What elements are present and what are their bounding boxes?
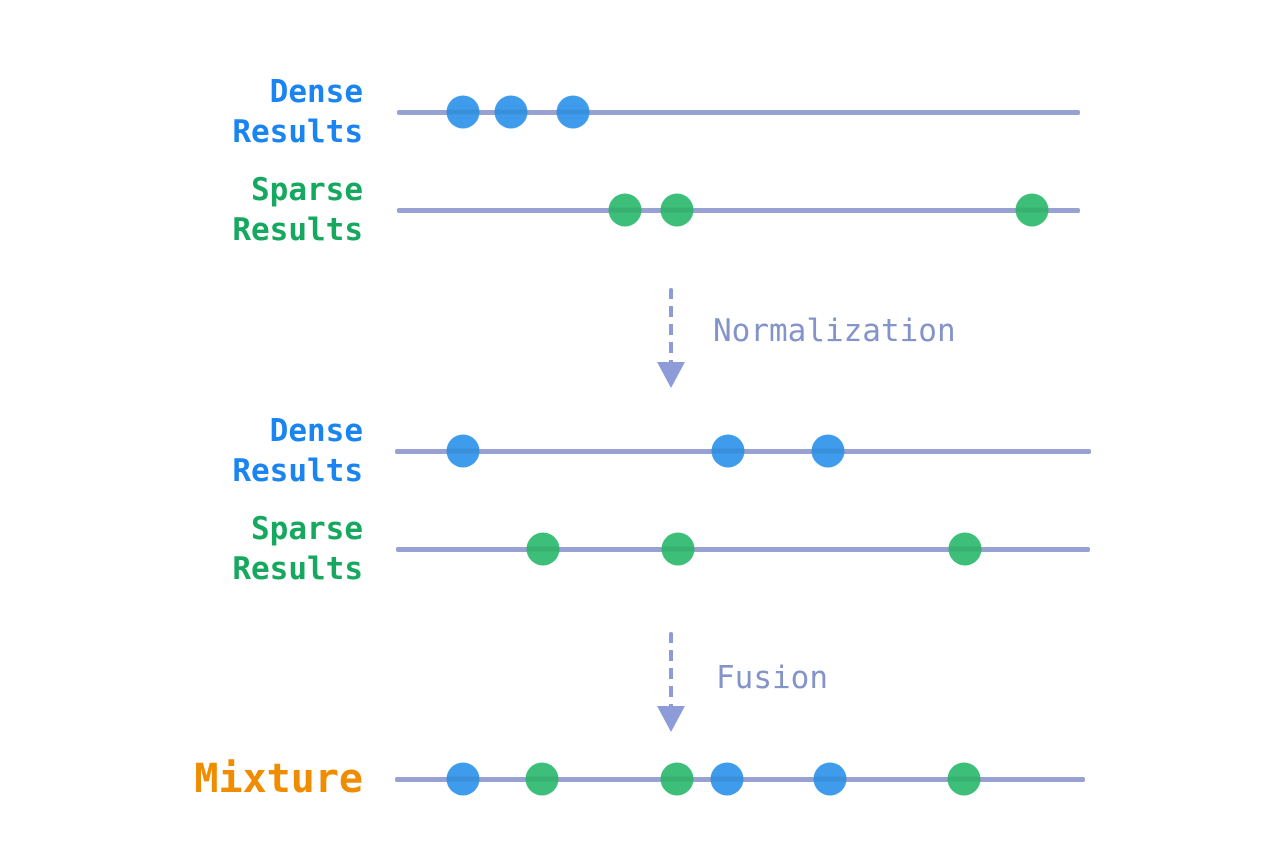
track-label-line: Dense bbox=[269, 74, 363, 110]
result-dot-sparse bbox=[661, 532, 695, 566]
track-label-line: Mixture bbox=[194, 756, 363, 802]
track-label-line: Results bbox=[232, 212, 363, 248]
result-dot-dense bbox=[556, 95, 590, 129]
result-dot-dense bbox=[811, 434, 845, 468]
result-dot-sparse bbox=[1015, 193, 1049, 227]
down-arrow-dashed-line-icon bbox=[669, 632, 673, 708]
track-label-line: Results bbox=[232, 551, 363, 587]
result-dot-sparse bbox=[660, 193, 694, 227]
result-dot-sparse bbox=[608, 193, 642, 227]
track-label-line: Sparse bbox=[251, 172, 363, 208]
result-line-dense-results-original bbox=[397, 109, 1080, 115]
down-arrow-dashed-line-icon bbox=[669, 288, 673, 364]
track-label-line: Results bbox=[232, 453, 363, 489]
down-arrow-head-icon bbox=[657, 706, 685, 732]
result-dot-sparse bbox=[525, 762, 559, 796]
result-dot-dense bbox=[446, 434, 480, 468]
result-dot-sparse bbox=[526, 532, 560, 566]
normalization-label: Normalization bbox=[713, 313, 956, 349]
result-dot-sparse bbox=[660, 762, 694, 796]
track-label-line: Results bbox=[232, 114, 363, 150]
result-dot-sparse bbox=[947, 762, 981, 796]
down-arrow-head-icon bbox=[657, 362, 685, 388]
track-label-line: Sparse bbox=[251, 511, 363, 547]
result-line-sparse-results-normalized bbox=[396, 546, 1090, 552]
result-dot-dense bbox=[710, 762, 744, 796]
result-dot-dense bbox=[711, 434, 745, 468]
result-dot-dense bbox=[813, 762, 847, 796]
result-dot-dense bbox=[446, 762, 480, 796]
result-line-sparse-results-original bbox=[397, 207, 1080, 213]
track-label-line: Dense bbox=[269, 413, 363, 449]
result-dot-dense bbox=[446, 95, 480, 129]
result-dot-sparse bbox=[948, 532, 982, 566]
fusion-label: Fusion bbox=[716, 660, 828, 696]
track-label-mixture: Mixture bbox=[194, 755, 363, 803]
result-dot-dense bbox=[494, 95, 528, 129]
